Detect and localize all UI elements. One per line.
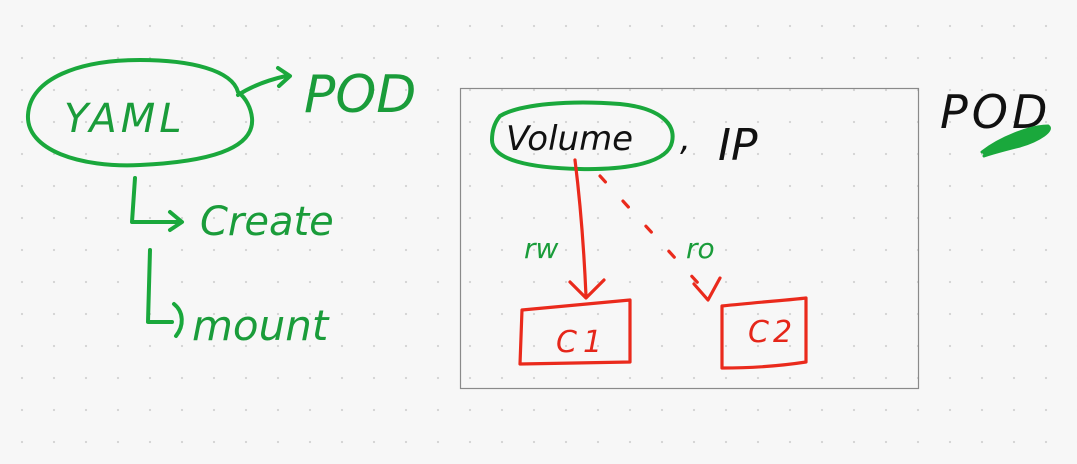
container-c2-label: C2: [748, 315, 796, 350]
yaml-oval: [25, 58, 255, 168]
pod-title-group: POD: [940, 85, 1051, 158]
yaml-to-pod-arrow: [236, 74, 288, 97]
volume-label: Volume: [506, 119, 633, 159]
yaml-label: YAML: [64, 96, 186, 142]
ip-label: IP: [718, 120, 758, 171]
pod-target-label: POD: [304, 65, 416, 125]
step-create-label: Create: [200, 199, 334, 245]
ro-label: ro: [686, 232, 715, 265]
rw-label: rw: [524, 232, 559, 265]
yaml-to-pod-arrowhead: [276, 66, 292, 88]
mount-arrowhead: [172, 302, 184, 338]
yaml-group: YAML POD Create mount: [25, 58, 416, 350]
create-arrowhead: [168, 210, 184, 232]
separator-comma: ,: [680, 119, 691, 159]
container-c2-box: [720, 296, 808, 370]
pod-box: [459, 87, 920, 390]
create-connector: [130, 176, 180, 224]
rw-arrowhead: [568, 278, 606, 300]
rw-arrow-line: [573, 158, 588, 298]
container-c1-label: C1: [556, 325, 608, 360]
container-c1-box: [518, 298, 632, 366]
ro-arrowhead: [692, 276, 722, 302]
pod-title-underline: [980, 124, 1051, 158]
pod-box-group: Volume , IP rw ro C1 C2: [459, 87, 920, 390]
volume-oval: [490, 100, 675, 172]
mount-connector: [146, 248, 174, 324]
step-mount-label: mount: [192, 301, 330, 350]
